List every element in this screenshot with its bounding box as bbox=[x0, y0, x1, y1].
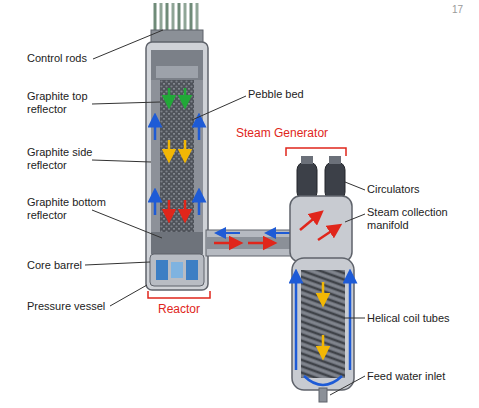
section-label: Steam Generator bbox=[236, 126, 346, 140]
part-label: Core barrel bbox=[27, 259, 97, 272]
part-label: Graphite top reflector bbox=[27, 90, 99, 116]
part-label: Control rods bbox=[27, 52, 97, 65]
part-label: Graphite bottom reflector bbox=[27, 196, 117, 222]
part-label: Pebble bed bbox=[248, 88, 328, 101]
part-label: Feed water inlet bbox=[367, 370, 472, 383]
part-label: Graphite side reflector bbox=[27, 146, 99, 172]
section-label: Reactor bbox=[158, 302, 218, 316]
part-label: Steam collection manifold bbox=[367, 206, 467, 232]
part-label: Circulators bbox=[367, 183, 467, 196]
page-number: 17 bbox=[452, 4, 476, 16]
part-label: Pressure vessel bbox=[27, 300, 117, 313]
part-label: Helical coil tubes bbox=[367, 312, 472, 325]
